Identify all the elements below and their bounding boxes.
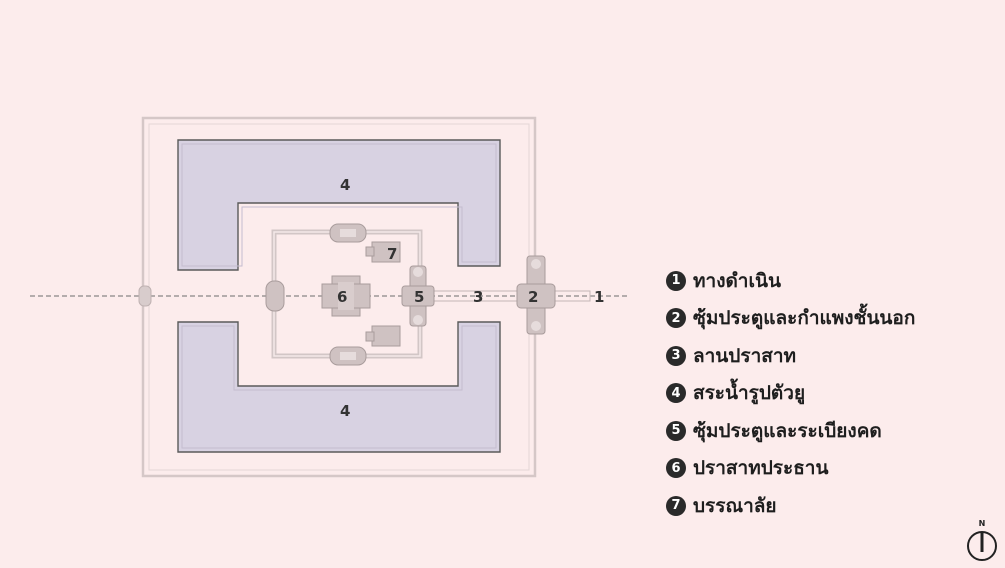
outer-gate-east — [516, 255, 556, 335]
gallery-gate-north — [329, 223, 367, 243]
legend-label: ลานปราสาท — [693, 344, 797, 367]
legend-number-badge: 3 — [666, 345, 686, 366]
moat-top — [177, 139, 501, 271]
library-number: 7 — [387, 245, 397, 263]
legend-item: 2 ซุ้มประตูและกำแพงชั้นนอก — [666, 306, 915, 331]
legend-label: ปราสาทประธาน — [693, 457, 829, 479]
legend-label: ซุ้มประตูและกำแพงชั้นนอก — [693, 307, 916, 329]
library-south — [365, 325, 401, 347]
legend: 1 ทางดำเนิน 2 ซุ้มประตูและกำแพงชั้นนอก 3… — [666, 268, 915, 531]
walkway-number: 1 — [594, 288, 604, 306]
gallery-gate-south — [329, 346, 367, 366]
gallery-gate-east — [401, 265, 435, 327]
legend-number-badge: 5 — [666, 420, 686, 441]
legend-number-badge: 2 — [666, 308, 686, 328]
legend-label: ทางดำเนิน — [693, 269, 781, 292]
moat-bottom — [177, 321, 501, 453]
main-sanctuary-number: 6 — [337, 288, 347, 306]
gallery-gate-number: 5 — [414, 288, 424, 306]
moat-top-number: 4 — [340, 176, 350, 194]
temple-plan: 4 4 7 6 5 3 2 1 — [30, 116, 628, 478]
legend-number-badge: 7 — [666, 495, 686, 516]
legend-number-badge: 1 — [666, 270, 686, 291]
moat-bottom-number: 4 — [340, 402, 350, 420]
courtyard-number: 3 — [473, 288, 483, 306]
legend-number-badge: 6 — [666, 458, 686, 478]
legend-item: 6 ปราสาทประธาน — [666, 456, 915, 481]
main-sanctuary — [321, 275, 371, 317]
legend-item: 4 สระน้ำรูปตัวยู — [666, 381, 915, 406]
legend-item: 7 บรรณาลัย — [666, 493, 915, 518]
compass-letter: N — [979, 519, 986, 528]
legend-number-badge: 4 — [666, 383, 686, 403]
legend-item: 1 ทางดำเนิน — [666, 268, 915, 293]
legend-label: สระน้ำรูปตัวยู — [693, 382, 806, 404]
north-arrow-icon: N — [967, 519, 997, 561]
legend-label: บรรณาลัย — [693, 494, 777, 517]
outer-gate-number: 2 — [528, 288, 538, 306]
legend-item: 3 ลานปราสาท — [666, 343, 915, 368]
legend-label: ซุ้มประตูและระเบียงคด — [693, 419, 882, 442]
legend-item: 5 ซุ้มประตูและระเบียงคด — [666, 418, 915, 443]
library-north — [365, 241, 401, 263]
